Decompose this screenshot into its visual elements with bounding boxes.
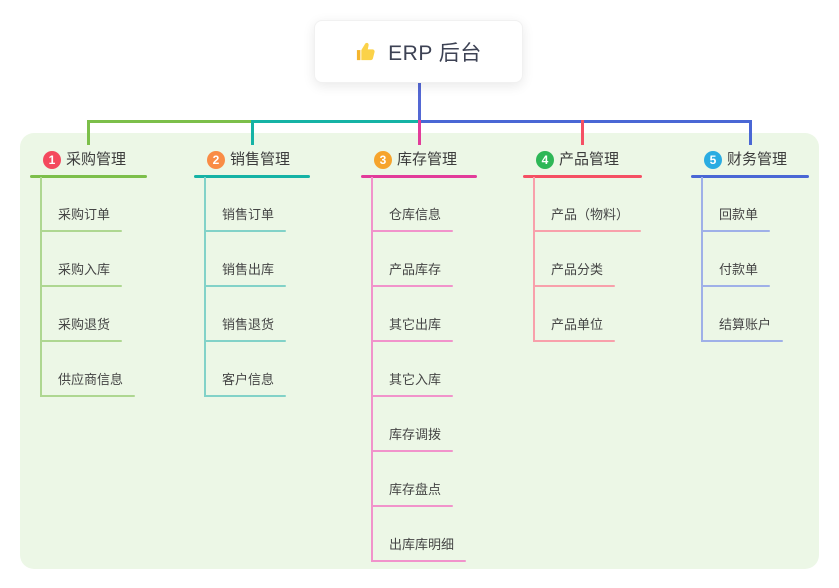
item-label[interactable]: 供应商信息 bbox=[58, 372, 124, 387]
item-underline bbox=[204, 340, 286, 342]
trunk-segment-left-inner bbox=[250, 120, 421, 123]
subtree-line bbox=[371, 177, 373, 562]
branch-drop-line bbox=[250, 120, 254, 145]
item-underline bbox=[204, 230, 286, 232]
branch-underline bbox=[30, 175, 147, 178]
item-label[interactable]: 销售出库 bbox=[222, 262, 275, 277]
subtree-line bbox=[204, 177, 206, 397]
item-label[interactable]: 仓库信息 bbox=[389, 207, 442, 222]
item-label[interactable]: 出库库明细 bbox=[389, 537, 455, 552]
root-node[interactable]: ERP 后台 bbox=[314, 20, 523, 83]
item-underline bbox=[533, 230, 641, 232]
trunk-segment-left-outer bbox=[87, 120, 254, 123]
branch-underline bbox=[361, 175, 477, 178]
mindmap-canvas bbox=[20, 133, 819, 569]
subtree-line bbox=[701, 177, 703, 342]
priority-badge: 5 bbox=[704, 151, 722, 169]
item-underline bbox=[533, 340, 615, 342]
item-underline bbox=[371, 285, 453, 287]
item-label[interactable]: 产品分类 bbox=[551, 262, 604, 277]
branch-label[interactable]: 库存管理 bbox=[397, 151, 458, 168]
branch-drop-line bbox=[581, 120, 584, 145]
item-underline bbox=[40, 340, 122, 342]
item-underline bbox=[371, 340, 453, 342]
item-underline bbox=[533, 285, 615, 287]
branch-drop-line bbox=[87, 120, 90, 145]
branch-underline bbox=[194, 175, 310, 178]
branch-drop-line bbox=[748, 120, 752, 145]
item-underline bbox=[371, 450, 453, 452]
item-label[interactable]: 结算账户 bbox=[719, 317, 772, 332]
item-underline bbox=[40, 285, 122, 287]
item-underline bbox=[371, 230, 453, 232]
priority-badge: 1 bbox=[43, 151, 61, 169]
item-underline bbox=[40, 230, 122, 232]
item-underline bbox=[204, 285, 286, 287]
thumbs-up-icon bbox=[355, 40, 378, 63]
item-label[interactable]: 销售退货 bbox=[222, 317, 275, 332]
item-label[interactable]: 回款单 bbox=[719, 207, 759, 222]
item-underline bbox=[701, 230, 770, 232]
item-label[interactable]: 库存调拨 bbox=[389, 427, 442, 442]
branch-label[interactable]: 采购管理 bbox=[66, 151, 127, 168]
root-connector-line bbox=[417, 83, 421, 122]
subtree-line bbox=[533, 177, 535, 342]
branch-label[interactable]: 财务管理 bbox=[727, 151, 788, 168]
item-label[interactable]: 库存盘点 bbox=[389, 482, 442, 497]
branch-underline bbox=[691, 175, 809, 178]
item-label[interactable]: 付款单 bbox=[719, 262, 759, 277]
item-underline bbox=[371, 505, 453, 507]
subtree-line bbox=[40, 177, 42, 397]
item-underline bbox=[40, 395, 135, 397]
item-label[interactable]: 其它出库 bbox=[389, 317, 442, 332]
item-underline bbox=[204, 395, 286, 397]
item-underline bbox=[701, 340, 783, 342]
item-label[interactable]: 采购订单 bbox=[58, 207, 111, 222]
item-underline bbox=[701, 285, 770, 287]
item-label[interactable]: 产品库存 bbox=[389, 262, 442, 277]
item-underline bbox=[371, 395, 453, 397]
item-label[interactable]: 采购退货 bbox=[58, 317, 111, 332]
trunk-segment-right bbox=[417, 120, 752, 123]
branch-label[interactable]: 产品管理 bbox=[559, 151, 620, 168]
item-label[interactable]: 产品（物料） bbox=[551, 207, 630, 222]
root-title: ERP 后台 bbox=[388, 41, 482, 65]
priority-badge: 3 bbox=[374, 151, 392, 169]
branch-drop-line bbox=[417, 120, 421, 145]
priority-badge: 2 bbox=[207, 151, 225, 169]
item-label[interactable]: 销售订单 bbox=[222, 207, 275, 222]
item-label[interactable]: 采购入库 bbox=[58, 262, 111, 277]
item-label[interactable]: 产品单位 bbox=[551, 317, 604, 332]
priority-badge: 4 bbox=[536, 151, 554, 169]
item-label[interactable]: 客户信息 bbox=[222, 372, 275, 387]
item-underline bbox=[371, 560, 466, 562]
item-label[interactable]: 其它入库 bbox=[389, 372, 442, 387]
branch-label[interactable]: 销售管理 bbox=[230, 151, 291, 168]
branch-underline bbox=[523, 175, 642, 178]
